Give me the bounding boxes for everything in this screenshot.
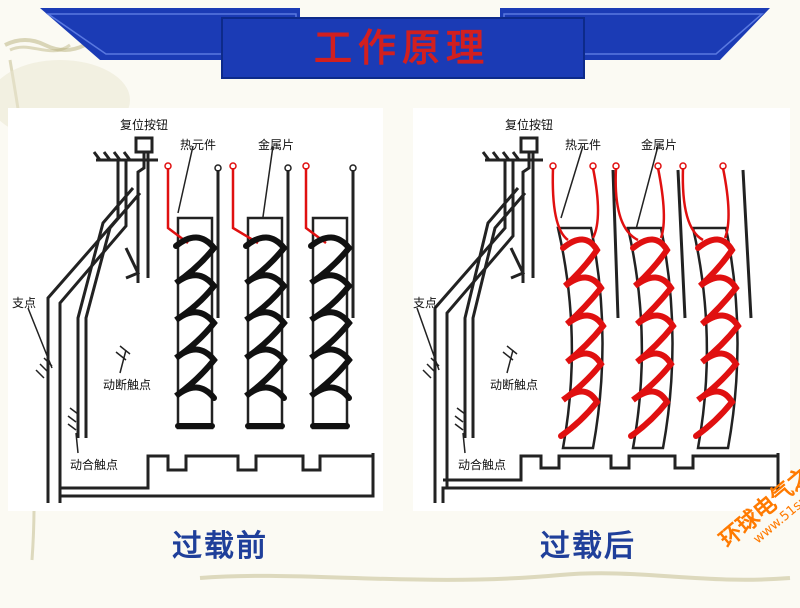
caption-before-overload: 过载前 (172, 529, 268, 564)
relay-diagram-before (27, 136, 375, 503)
label-moving-break-contact: 动断触点 (103, 378, 152, 392)
label-heater: 热元件 (180, 138, 217, 152)
label-pivot: 支点 (12, 296, 37, 310)
caption-after-overload: 过载后 (540, 529, 636, 564)
label-metal-strip: 金属片 (258, 138, 295, 152)
relay-diagram-after (416, 136, 780, 503)
label-heater: 热元件 (565, 138, 602, 152)
label-metal-strip: 金属片 (641, 138, 678, 152)
label-reset-button: 复位按钮 (505, 118, 554, 132)
title-banner (40, 8, 770, 79)
label-moving-break-contact: 动断触点 (490, 378, 539, 392)
label-moving-make-contact: 动合触点 (458, 458, 507, 472)
panel-after-overload: 复位按钮 热元件 金属片 支点 动断触点 动合触点 (413, 108, 790, 511)
label-reset-button: 复位按钮 (120, 118, 169, 132)
label-moving-make-contact: 动合触点 (70, 458, 119, 472)
page-title: 工作原理 (313, 25, 490, 70)
label-pivot: 支点 (413, 296, 438, 310)
panel-before-overload: 复位按钮 热元件 金属片 支点 动断触点 动合触点 (8, 108, 383, 511)
